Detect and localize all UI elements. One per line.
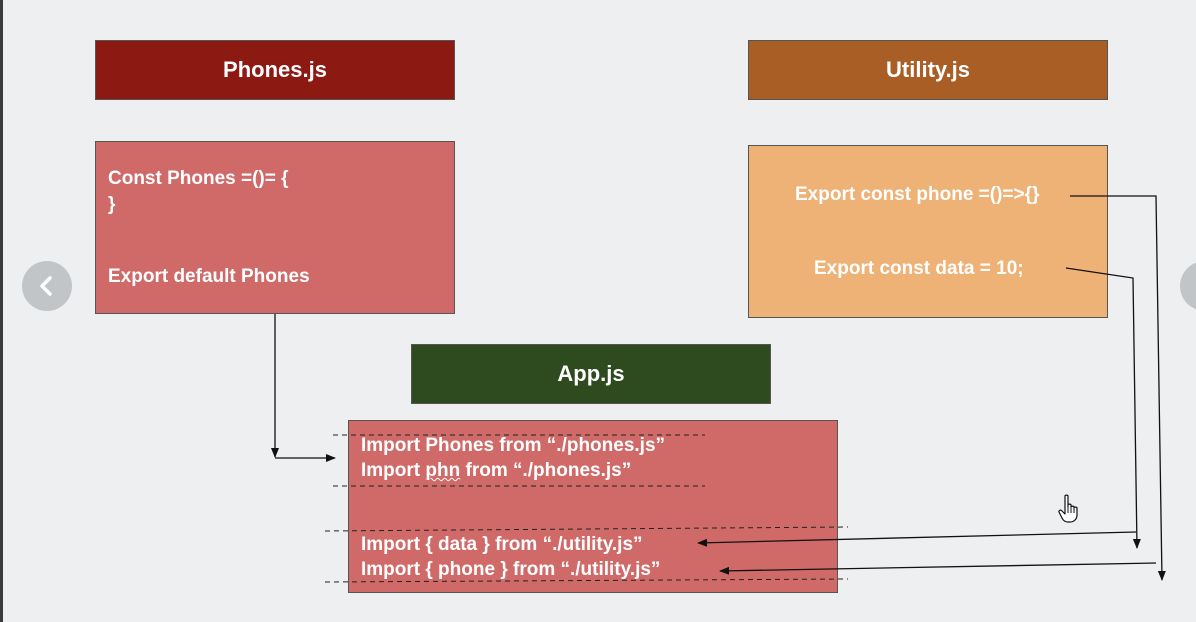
app-code-line-2: Import phn from “./phones.js” <box>361 458 631 484</box>
app-code-line-2-suffix: from “./phones.js” <box>460 460 632 481</box>
phones-code-box: Const Phones =()= { } Export default Pho… <box>95 141 455 314</box>
app-code-line-3: Import { data } from “./utility.js” <box>361 534 643 555</box>
app-code-line-2-prefix: Import <box>361 460 426 481</box>
prev-slide-button[interactable] <box>22 261 72 311</box>
spellcheck-word: phn <box>425 460 461 481</box>
utility-title: Utility.js <box>886 57 970 82</box>
utility-title-box: Utility.js <box>748 40 1108 100</box>
phones-code-line-2: } <box>108 194 116 215</box>
next-slide-button[interactable] <box>1180 261 1196 311</box>
utility-code-line-2: Export const data = 10; <box>814 258 1024 279</box>
app-title-box: App.js <box>411 344 771 404</box>
hand-pointer-icon <box>1058 494 1078 523</box>
utility-code-box: Export const phone =()=>{} Export const … <box>748 145 1108 318</box>
phones-title: Phones.js <box>223 57 327 82</box>
app-code-line-4: Import { phone } from “./utility.js” <box>361 559 661 580</box>
app-code-line-1: Import Phones from “./phones.js” <box>361 435 666 456</box>
phones-code-line-3: Export default Phones <box>108 266 310 287</box>
app-code-box: Import Phones from “./phones.js” Import … <box>348 420 838 593</box>
window-edge <box>0 0 3 622</box>
chevron-left-icon <box>40 276 52 296</box>
utility-code-line-1: Export const phone =()=>{} <box>795 184 1040 205</box>
phones-code-line-1: Const Phones =()= { <box>108 168 289 189</box>
phones-title-box: Phones.js <box>95 40 455 100</box>
app-title: App.js <box>557 361 625 386</box>
